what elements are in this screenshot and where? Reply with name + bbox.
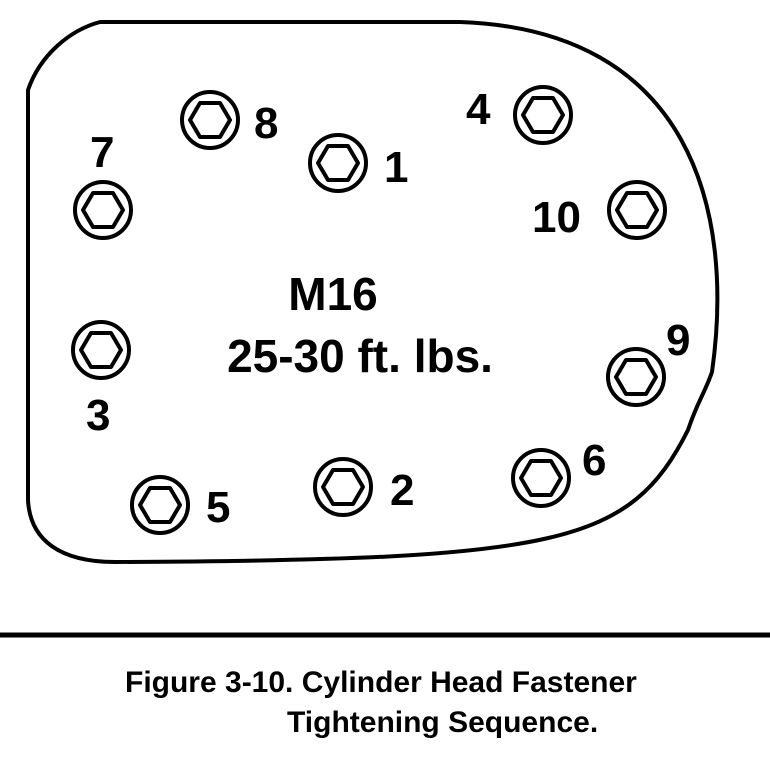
figure-caption-line-1: Figure 3-10. Cylinder Head Fastener	[125, 666, 637, 699]
bolt-hex-head	[81, 191, 125, 229]
bolt-hex-head	[521, 96, 565, 134]
figure-caption-line-2: Tightening Sequence.	[287, 706, 598, 739]
bolt-hex-head	[188, 101, 232, 139]
bolt-5	[130, 475, 190, 535]
bolt-2-label: 2	[390, 466, 414, 515]
bolt-7	[73, 180, 133, 240]
bolt-5-label: 5	[206, 483, 230, 532]
bolt-8	[180, 90, 240, 150]
bolt-4	[513, 85, 573, 145]
bolt-3	[71, 320, 131, 380]
bolt-10-label: 10	[532, 193, 581, 242]
bolt-hex-head	[316, 144, 360, 182]
bolt-3-label: 3	[86, 391, 110, 440]
bolt-hex-head	[519, 459, 563, 497]
bolt-hex-head	[614, 358, 658, 396]
bolt-9	[606, 347, 666, 407]
bolt-9-label: 9	[666, 316, 690, 365]
fastener-size: M16	[288, 268, 377, 320]
bolt-6	[511, 448, 571, 508]
bolt-hex-head	[615, 191, 659, 229]
bolt-6-label: 6	[582, 436, 606, 485]
bolt-hex-head	[79, 331, 123, 369]
bolt-2	[313, 457, 373, 517]
torque-spec: 25-30 ft. lbs.	[227, 330, 493, 382]
bolt-4-label: 4	[466, 85, 491, 134]
bolt-hex-head	[138, 486, 182, 524]
bolt-1	[308, 133, 368, 193]
cylinder-head-plate	[26, 20, 720, 564]
bolt-10	[607, 180, 667, 240]
bolt-hex-head	[321, 468, 365, 506]
bolt-1-label: 1	[384, 143, 408, 192]
bolt-7-label: 7	[90, 128, 114, 177]
bolt-8-label: 8	[254, 99, 278, 148]
